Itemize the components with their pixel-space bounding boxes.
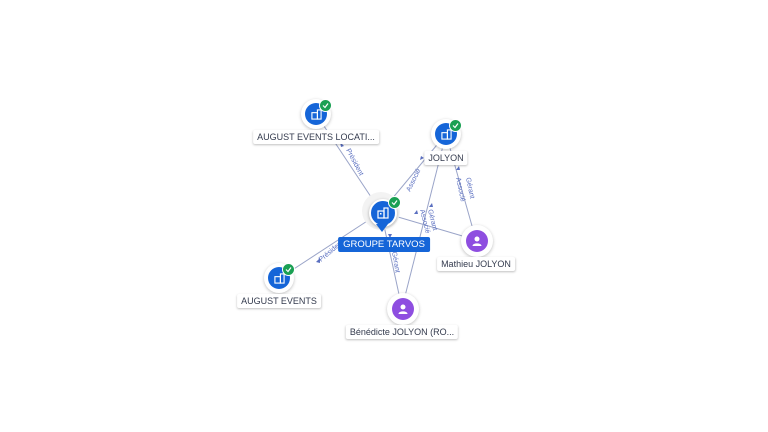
- edge-label-gerant: Gérant: [390, 251, 401, 273]
- building-icon: [377, 207, 389, 219]
- person-icon: [398, 304, 408, 314]
- arrow-head: [388, 234, 392, 238]
- building-icon: [273, 272, 285, 284]
- building-icon: [310, 108, 322, 120]
- node-label: GROUPE TARVOS: [338, 237, 430, 252]
- verified-check-icon: [319, 99, 332, 112]
- arrow-head: [316, 258, 320, 263]
- node-label: AUGUST EVENTS LOCATI...: [253, 130, 379, 144]
- verified-check-icon: [449, 119, 462, 132]
- node-label: JOLYON: [424, 151, 468, 165]
- edge-label-associe: Associé: [454, 177, 466, 203]
- node-label: AUGUST EVENTS: [237, 294, 321, 308]
- pin-tip: [376, 224, 388, 232]
- arrow-head: [420, 156, 424, 160]
- building-icon: [440, 128, 452, 140]
- node-label: Bénédicte JOLYON (RO...: [345, 325, 459, 339]
- node-label: Mathieu JOLYON: [437, 257, 515, 271]
- verified-check-icon: [282, 263, 295, 276]
- arrow-head: [456, 166, 460, 170]
- verified-check-icon: [388, 196, 401, 209]
- edge-label-gerant: Gérant: [426, 209, 438, 232]
- arrow-head: [414, 210, 418, 214]
- edge-august-events-to-groupe: [279, 211, 382, 279]
- arrow-head: [429, 203, 433, 207]
- edge-label-gerant: Gérant: [464, 177, 475, 199]
- person-icon: [472, 236, 482, 246]
- edge-label-president: Président: [344, 148, 364, 177]
